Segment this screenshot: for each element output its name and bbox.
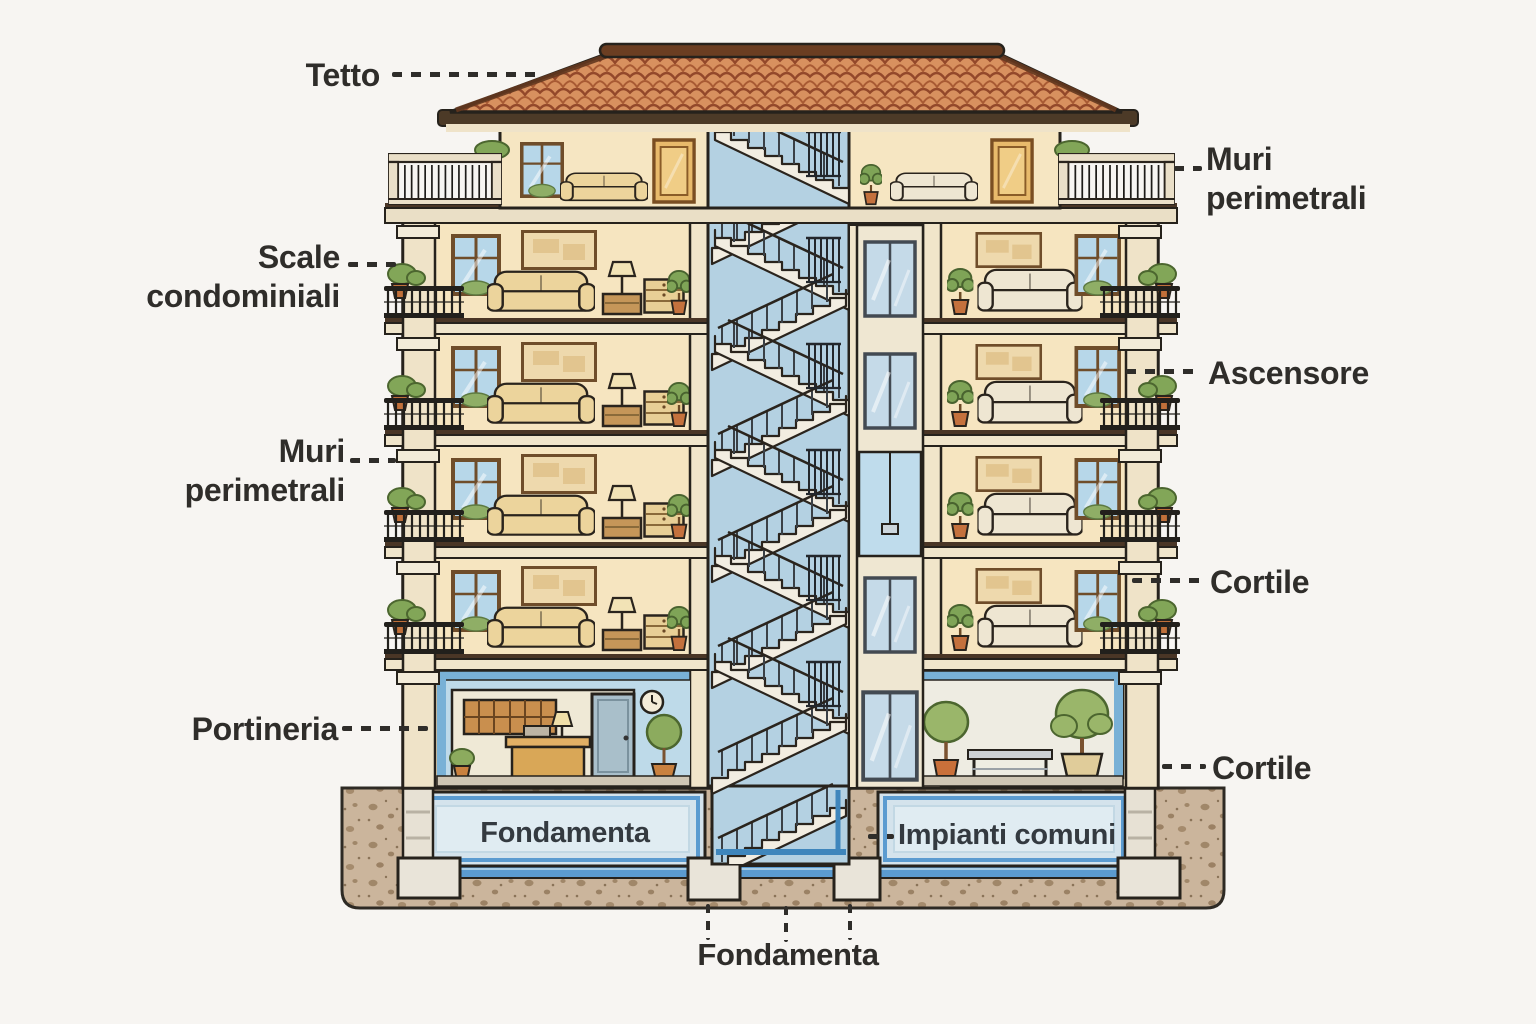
leader-cortile-upper <box>1132 578 1204 583</box>
elevator-shaft <box>848 223 925 790</box>
label-ascensore: Ascensore <box>1208 355 1369 391</box>
label-scale-condominiali: Scale condominiali <box>146 239 340 315</box>
courtyard-bench <box>967 749 1053 776</box>
label-muri-perimetrali-left: Muri perimetrali <box>184 433 346 509</box>
roof-ridge <box>598 42 1006 59</box>
label-impianti-comuni: Impianti comuni <box>898 819 1116 851</box>
desk-lamp <box>550 711 574 727</box>
leader-scale-condominiali <box>348 262 396 267</box>
label-cortile-upper: Cortile <box>1210 564 1310 600</box>
apartment-right-floor-3 <box>941 336 1125 430</box>
leader-fondamenta-3 <box>848 904 852 940</box>
basement-wall-left <box>401 786 435 868</box>
leader-fondamenta-2 <box>784 906 788 942</box>
apartment-left-floor-4 <box>437 224 692 318</box>
foundation-box-right <box>876 790 1132 868</box>
leader-fondamenta-1 <box>706 904 710 940</box>
leader-tetto <box>392 72 542 77</box>
elevator-door-floor-4 <box>863 240 917 318</box>
leader-muri-perimetrali-left <box>350 458 396 463</box>
staircase <box>710 130 849 864</box>
leader-muri-perimetrali-right <box>1174 166 1202 171</box>
stairwell <box>706 128 851 866</box>
apartment-left-floor-2 <box>437 448 692 542</box>
leader-portineria <box>342 726 428 731</box>
label-cortile-lower: Cortile <box>1212 750 1312 786</box>
basement <box>396 786 1182 902</box>
lobby-plant <box>645 713 683 751</box>
label-portineria: Portineria <box>191 711 339 747</box>
elevator-door-ground <box>863 692 917 779</box>
roof-tiles <box>449 50 1123 114</box>
portineria-room <box>436 670 691 787</box>
elevator-door-floor-1 <box>863 576 917 654</box>
label-muri-perimetrali-right: Muri perimetrali <box>1206 141 1367 217</box>
label-fondamenta-interior: Fondamenta <box>480 817 650 849</box>
roof <box>437 42 1139 132</box>
attic-door-right <box>990 138 1034 204</box>
apartment-right-floor-4 <box>941 224 1125 318</box>
apartment-right-floor-1 <box>941 560 1125 654</box>
leader-cortile-lower <box>1162 764 1206 769</box>
attic-door-left <box>652 138 696 204</box>
label-fondamenta-footings: Fondamenta <box>697 937 879 972</box>
apartment-right-floor-2 <box>941 448 1125 542</box>
leader-ascensore <box>1126 369 1202 374</box>
courtyard-tree-small <box>922 700 970 777</box>
terrace-left <box>388 140 510 205</box>
apartment-left-floor-3 <box>437 336 692 430</box>
courtyard-tree-large <box>1050 688 1113 778</box>
reception-desk <box>504 735 592 749</box>
elevator-counterweight <box>881 523 899 535</box>
foundation-slab-band <box>419 865 1131 879</box>
elevator-cab-shaft-open <box>857 450 923 558</box>
elevator-door-floor-3 <box>863 352 917 430</box>
leader-impianti-comuni <box>868 834 894 839</box>
terrace-right <box>1054 140 1175 205</box>
label-tetto: Tetto <box>305 57 381 93</box>
apartment-left-floor-1 <box>437 560 692 654</box>
